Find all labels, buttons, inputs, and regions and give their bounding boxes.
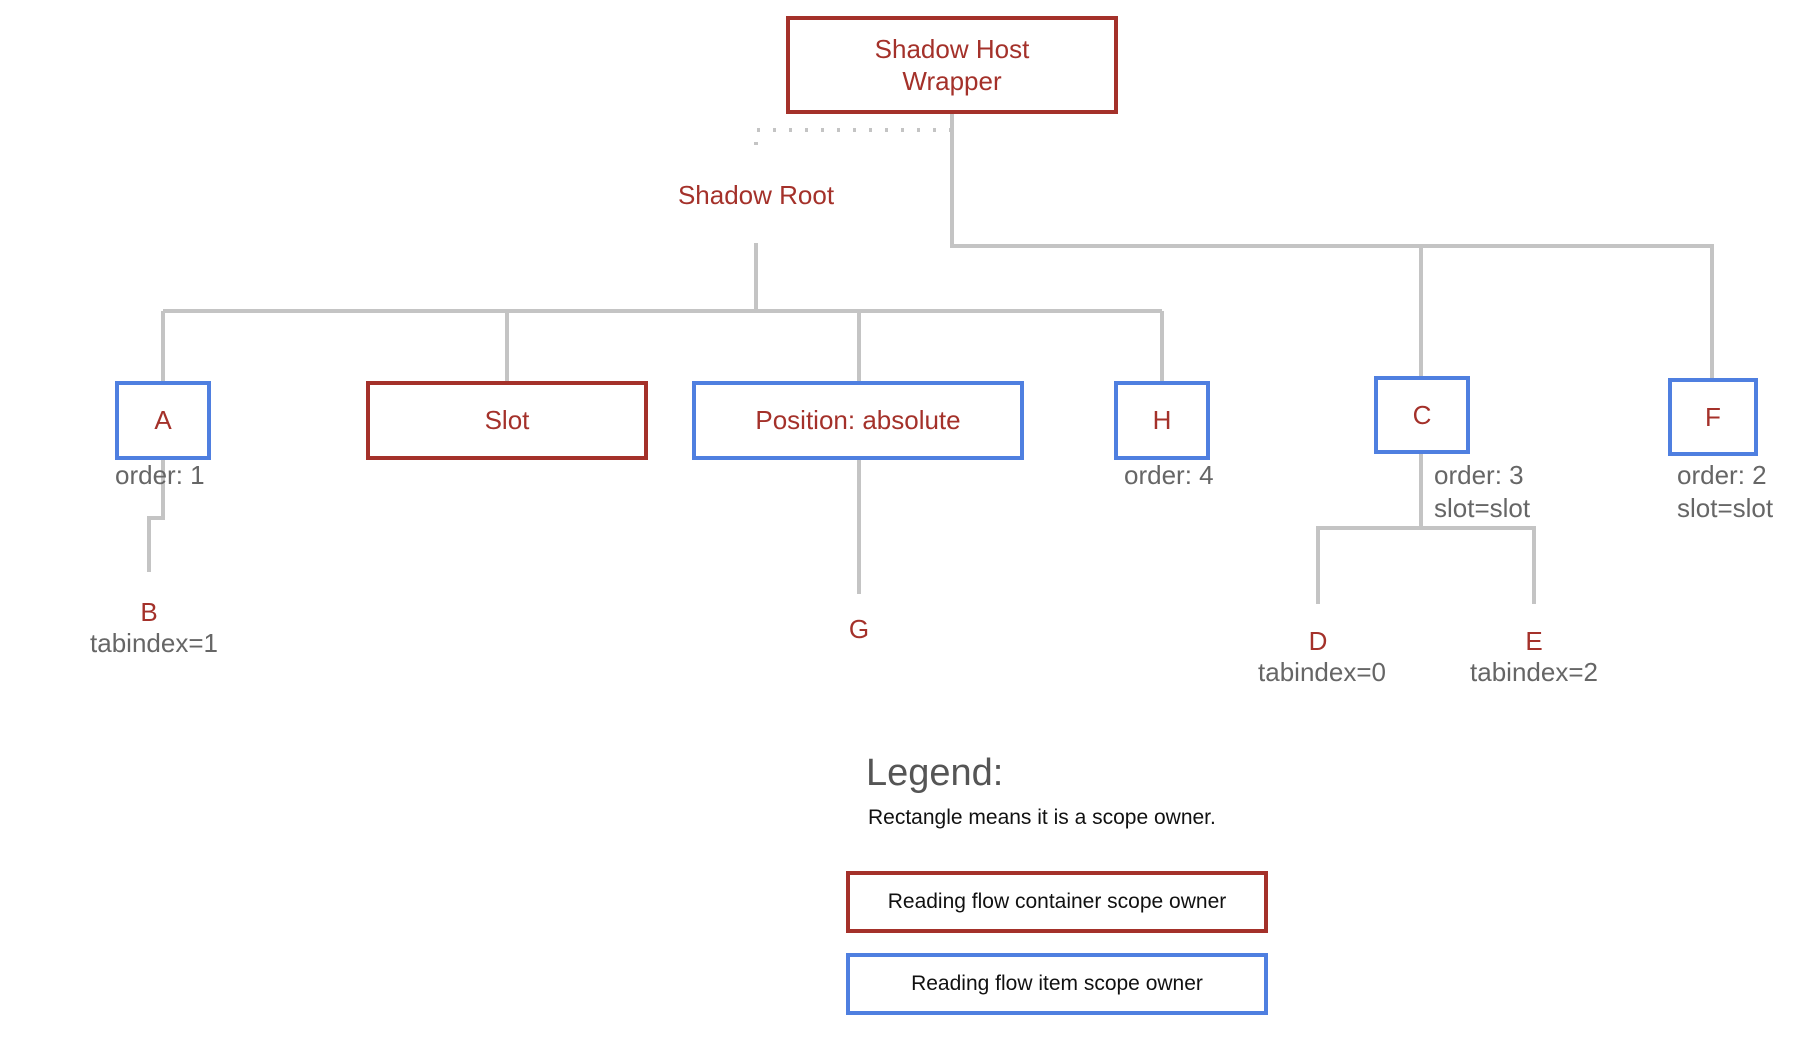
legend-container-scope-owner: Reading flow container scope owner — [846, 871, 1268, 933]
node-g-label: G — [848, 614, 870, 644]
node-b-label: B — [140, 597, 158, 627]
wrapper-label: Wrapper — [902, 66, 1002, 96]
shadow-link-dotted — [754, 128, 952, 150]
c-annotations: order: 3 slot=slot — [1434, 459, 1530, 525]
d-tabindex-label: tabindex=0 — [1258, 657, 1386, 687]
legend-description: Rectangle means it is a scope owner. — [868, 806, 1216, 829]
legend-item-scope-owner: Reading flow item scope owner — [846, 953, 1268, 1015]
a-order-label: order: 1 — [115, 460, 205, 490]
host-connector — [950, 114, 1714, 378]
node-slot: Slot — [366, 381, 648, 460]
node-c: C — [1374, 376, 1470, 454]
b-tabindex-label: tabindex=1 — [90, 628, 218, 658]
f-slot-label: slot=slot — [1677, 493, 1774, 523]
shadow-root-label: Shadow Root — [677, 180, 835, 210]
c-de-connector — [1316, 454, 1536, 604]
shadow-host-label: Shadow Host — [874, 33, 1030, 64]
h-order-label: order: 4 — [1124, 460, 1214, 490]
node-e-label: E — [1525, 626, 1543, 656]
f-order-label: order: 2 — [1677, 460, 1767, 490]
node-a: A — [115, 381, 211, 460]
node-h: H — [1114, 381, 1210, 460]
e-tabindex-label: tabindex=2 — [1470, 657, 1598, 687]
node-position-absolute: Position: absolute — [692, 381, 1024, 460]
shadow-host-wrapper-node: Shadow Host Wrapper — [786, 16, 1118, 114]
c-slot-label: slot=slot — [1434, 493, 1531, 523]
node-f: F — [1668, 378, 1758, 456]
f-annotations: order: 2 slot=slot — [1677, 459, 1773, 525]
a-b-connector — [147, 458, 165, 572]
c-order-label: order: 3 — [1434, 460, 1524, 490]
legend-title: Legend: — [866, 752, 1004, 794]
node-d-label: D — [1308, 626, 1328, 656]
